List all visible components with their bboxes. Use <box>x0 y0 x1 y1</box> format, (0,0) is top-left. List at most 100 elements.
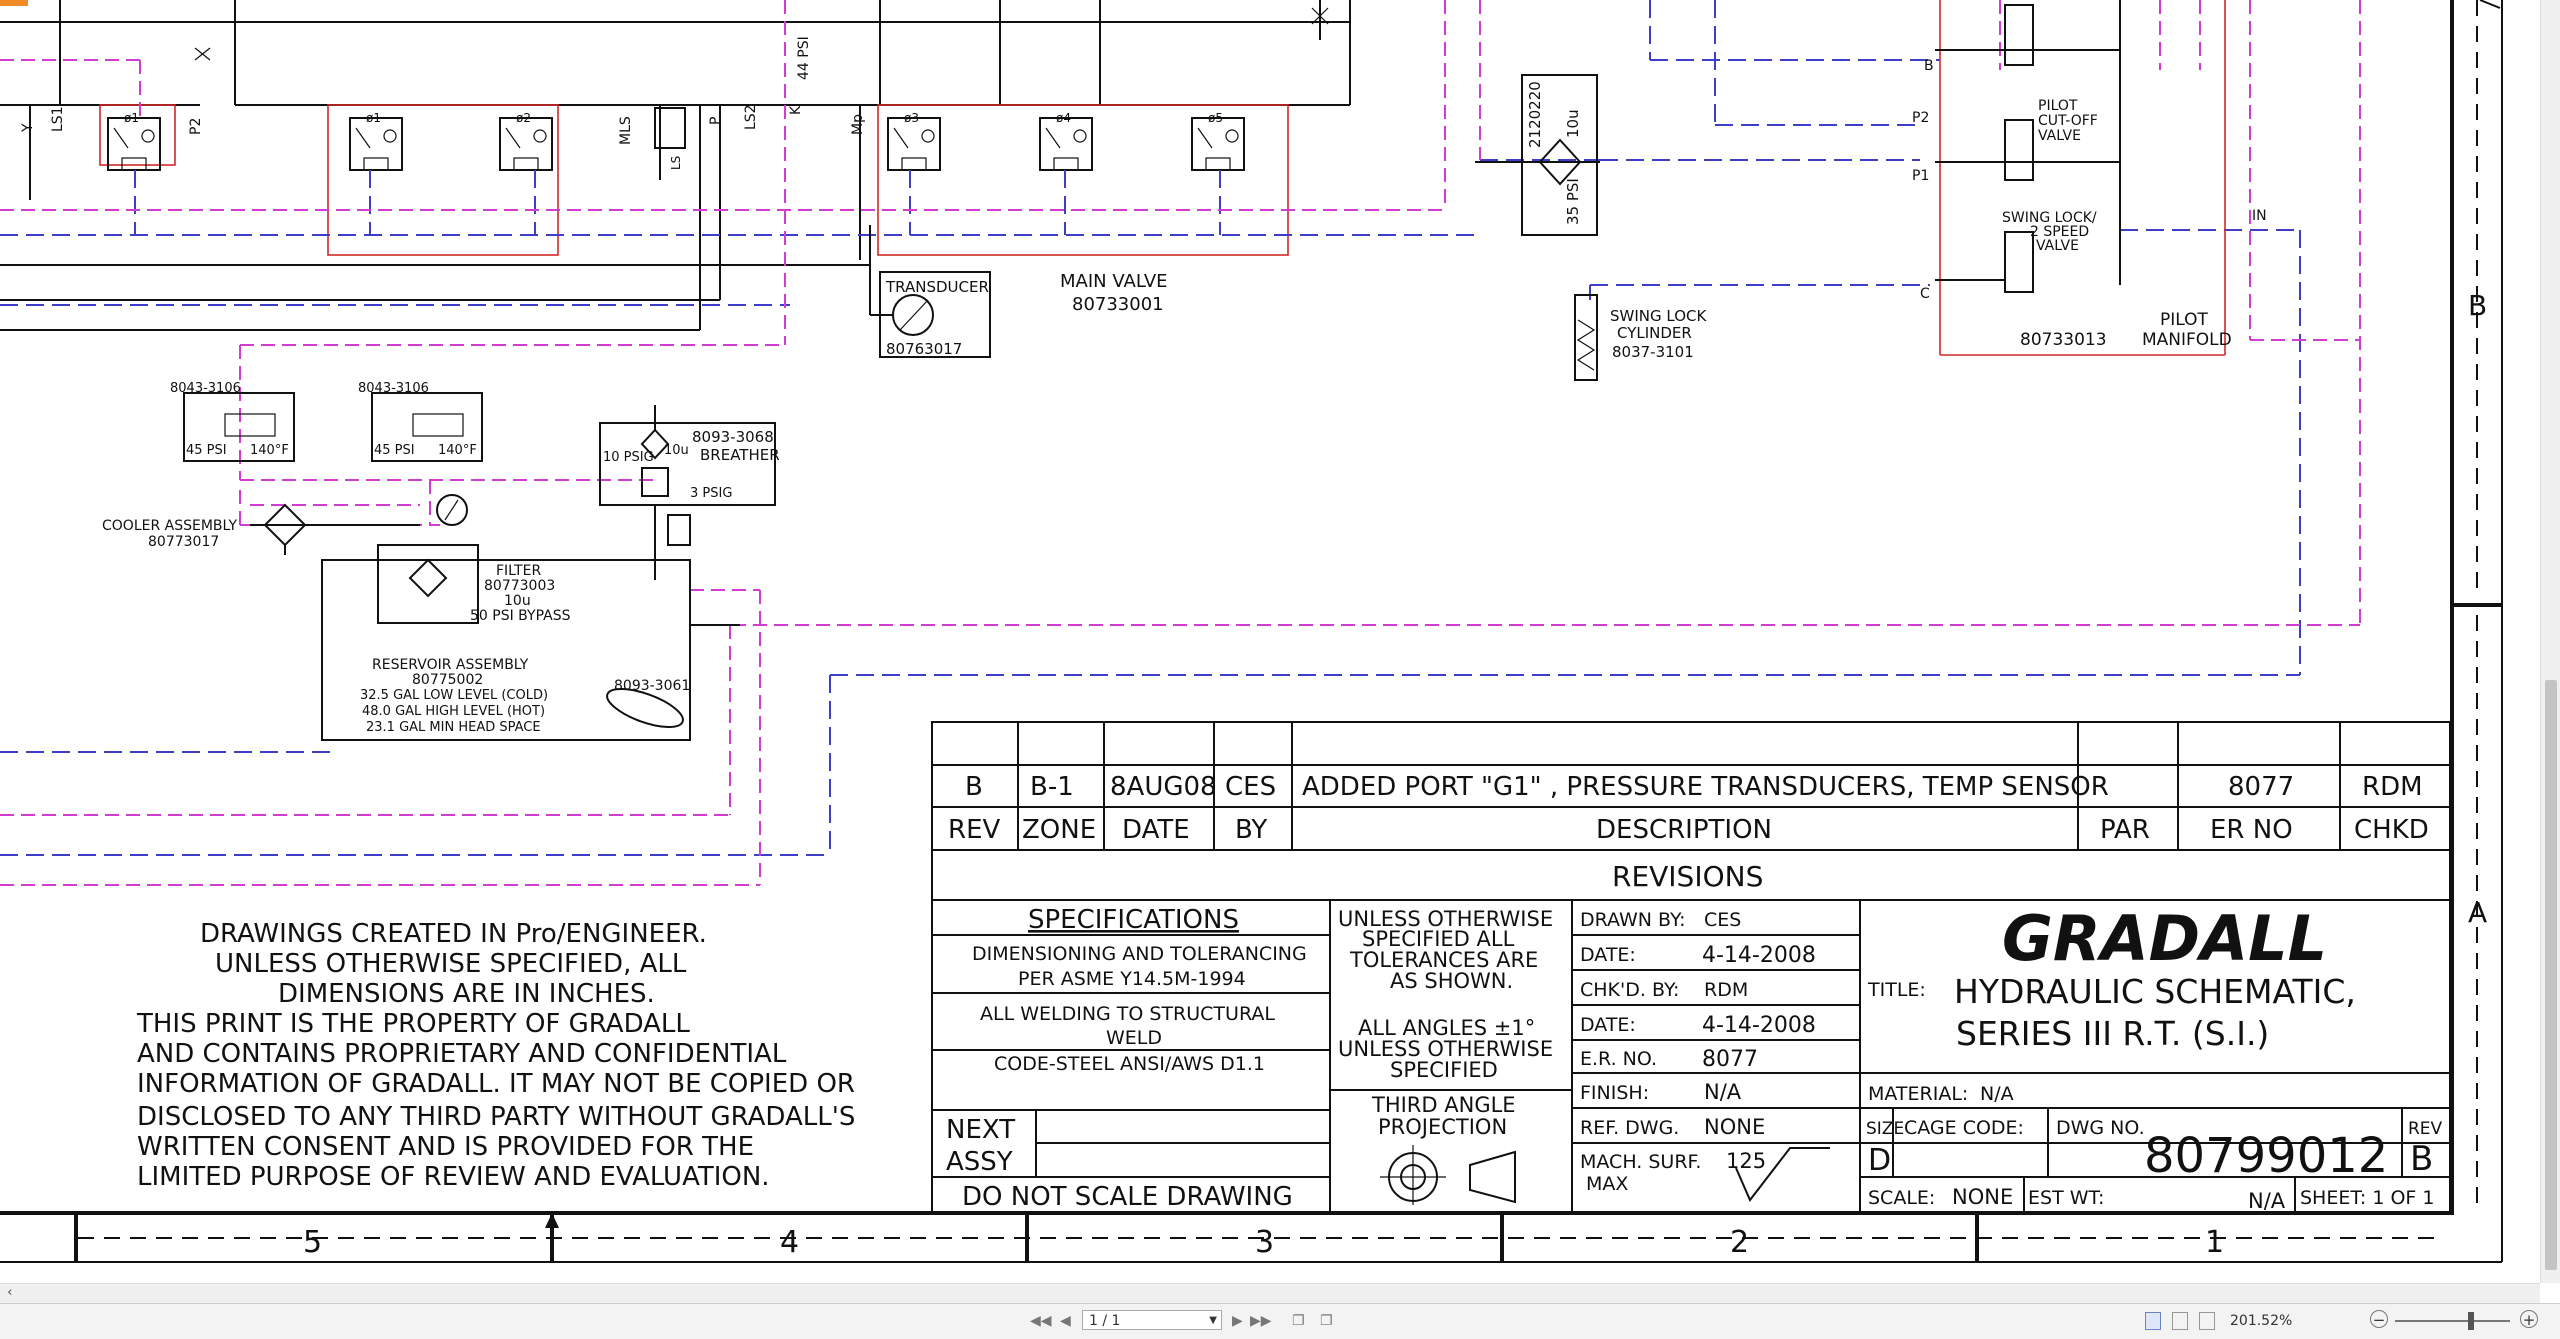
facing-view-icon[interactable] <box>2199 1312 2215 1330</box>
title-block-text: B B-1 8AUG08 CES ADDED PORT "G1" , PRESS… <box>946 772 2443 1213</box>
pilot-manifold-line2: MANIFOLD <box>2142 330 2232 350</box>
zone-2: 2 <box>1730 1225 1749 1260</box>
rev-value: B <box>965 772 983 802</box>
temp-sensor-symbols <box>183 392 483 462</box>
pilot-manifold <box>1935 0 2226 356</box>
valve-symbols <box>107 107 1245 171</box>
title-block <box>931 721 2451 1213</box>
scroll-left-icon[interactable]: ‹ <box>6 1285 14 1300</box>
horizontal-scrollbar[interactable]: ‹ <box>0 1283 2540 1304</box>
next-page-icon[interactable]: ▶ <box>1232 1313 1243 1329</box>
zoom-slider[interactable] <box>2395 1320 2510 1322</box>
spec-1b: PER ASME Y14.5M-1994 <box>1018 968 1246 990</box>
main-valve-bank <box>0 0 1351 331</box>
est-wt-value: N/A <box>2248 1189 2286 1213</box>
cutoff-line2: CUT-OFF <box>2038 113 2098 129</box>
tol-line-1: UNLESS OTHERWISE <box>1338 907 1553 931</box>
description-value: ADDED PORT "G1" , PRESSURE TRANSDUCERS, … <box>1302 772 2109 802</box>
zoom-out-icon[interactable]: − <box>2370 1310 2388 1329</box>
material-value: N/A <box>1980 1083 2014 1105</box>
last-page-icon[interactable]: ▶▶ <box>1250 1313 1272 1329</box>
transducer-part: 80763017 <box>886 340 962 358</box>
ref-dwg-value: NONE <box>1704 1115 1765 1139</box>
transducer-symbol <box>869 225 991 358</box>
projection-line-1: THIRD ANGLE <box>1371 1093 1516 1117</box>
reservoir-head: 23.1 GAL MIN HEAD SPACE <box>366 720 541 735</box>
chevron-down-icon[interactable]: ▼ <box>1209 1315 1217 1326</box>
sheet-value: SHEET: 1 OF 1 <box>2300 1187 2434 1209</box>
reservoir-label: RESERVOIR ASSEMBLY <box>372 657 529 673</box>
document-viewport[interactable]: .blk{stroke:#111;fill:none;stroke-width:… <box>0 0 2560 1283</box>
note-line-9: LIMITED PURPOSE OF REVIEW AND EVALUATION… <box>137 1162 770 1192</box>
psi44-label: 44 PSI <box>796 36 812 80</box>
mach-surf-label: MACH. SURF. <box>1580 1151 1701 1173</box>
zone-header: ZONE <box>1022 815 1096 845</box>
scale-value: NONE <box>1952 1185 2013 1209</box>
breather-micron: 10u <box>664 443 689 458</box>
revisions-title: REVISIONS <box>1612 860 1763 893</box>
continuous-view-icon[interactable] <box>2172 1312 2188 1330</box>
port-in-label: IN <box>2252 208 2267 224</box>
inline-filter-part: 2120220 <box>1526 81 1544 148</box>
vertical-scroll-thumb[interactable] <box>2545 680 2557 1270</box>
note-line-1: DRAWINGS CREATED IN Pro/ENGINEER. <box>200 919 707 949</box>
filter-bypass: 50 PSI BYPASS <box>470 608 571 624</box>
zoom-slider-knob[interactable] <box>2468 1312 2474 1330</box>
first-page-icon[interactable]: ◀◀ <box>1030 1313 1052 1329</box>
do-not-scale: DO NOT SCALE DRAWING <box>962 1182 1293 1212</box>
note-line-4: THIS PRINT IS THE PROPERTY OF GRADALL <box>136 1009 690 1039</box>
drawing-border <box>0 0 2503 1263</box>
copy-icon[interactable]: ❐ <box>1292 1313 1305 1329</box>
port-b-label: B <box>1924 58 1934 74</box>
compare-icon[interactable]: ❐ <box>1320 1313 1333 1329</box>
cutoff-line3: VALVE <box>2038 128 2081 144</box>
filter-label: FILTER <box>496 563 541 579</box>
note-line-6: INFORMATION OF GRADALL. IT MAY NOT BE CO… <box>137 1069 855 1099</box>
rev-header: REV <box>948 815 1000 845</box>
zone-b: B <box>2468 289 2487 322</box>
finish-label: FINISH: <box>1580 1082 1649 1104</box>
date-value: 8AUG08 <box>1110 772 1217 802</box>
pilot-manifold-part: 80733013 <box>2020 330 2107 350</box>
dwg-no-value: 80799012 <box>2144 1128 2388 1184</box>
spec-1a: DIMENSIONING AND TOLERANCING <box>972 943 1307 965</box>
breather-psig10: 10 PSIG <box>603 450 654 465</box>
page-number-input[interactable]: 1 / 1 ▼ <box>1082 1310 1222 1330</box>
filter-micron: 10u <box>504 593 531 609</box>
zone-4: 4 <box>780 1225 799 1260</box>
tab-indicator <box>0 0 28 6</box>
angles-line-3: SPECIFIED <box>1390 1058 1498 1082</box>
vertical-scrollbar[interactable] <box>2540 0 2560 1283</box>
date1-value: 4-14-2008 <box>1702 943 1816 968</box>
inline-filter-psi: 35 PSI <box>1564 178 1582 225</box>
reservoir-assembly-symbol <box>321 494 740 741</box>
temp-sensor-2-temp: 140°F <box>438 443 477 458</box>
breather-symbol <box>599 405 776 580</box>
size-label: SIZE <box>1866 1119 1904 1139</box>
dwg-no-label: DWG NO. <box>2056 1117 2145 1139</box>
drawn-by-value: CES <box>1704 909 1741 931</box>
temp-sensor-2-psi: 45 PSI <box>374 443 415 458</box>
prev-page-icon[interactable]: ◀ <box>1060 1313 1071 1329</box>
port-y-label: Y <box>20 123 36 133</box>
note-line-2: UNLESS OTHERWISE SPECIFIED, ALL <box>215 949 687 979</box>
valve-o1-label: ø1 <box>124 111 139 125</box>
rev-value-title: B <box>2410 1139 2433 1179</box>
par-header: PAR <box>2100 815 2150 845</box>
material-label: MATERIAL: <box>1868 1083 1968 1105</box>
port-c-label: C <box>1920 286 1930 302</box>
reservoir-sensor-part: 8093-3061 <box>614 678 690 694</box>
port-mls-label: MLS <box>618 116 634 145</box>
note-line-5: AND CONTAINS PROPRIETARY AND CONFIDENTIA… <box>137 1039 787 1069</box>
note-line-3: DIMENSIONS ARE IN INCHES. <box>278 979 655 1009</box>
temp-sensor-2-part: 8043-3106 <box>358 381 429 396</box>
single-page-view-icon[interactable] <box>2145 1312 2161 1330</box>
valve-o1b-label: ø1 <box>366 111 381 125</box>
date1-label: DATE: <box>1580 944 1636 966</box>
note-line-8: WRITTEN CONSENT AND IS PROVIDED FOR THE <box>137 1132 754 1162</box>
page-number-value: 1 / 1 <box>1089 1313 1121 1329</box>
zoom-in-icon[interactable]: + <box>2520 1310 2538 1329</box>
valve-o4-label: ø4 <box>1056 111 1071 125</box>
port-p1-label: P1 <box>1912 168 1929 184</box>
port-ls-label: LS <box>669 156 683 170</box>
